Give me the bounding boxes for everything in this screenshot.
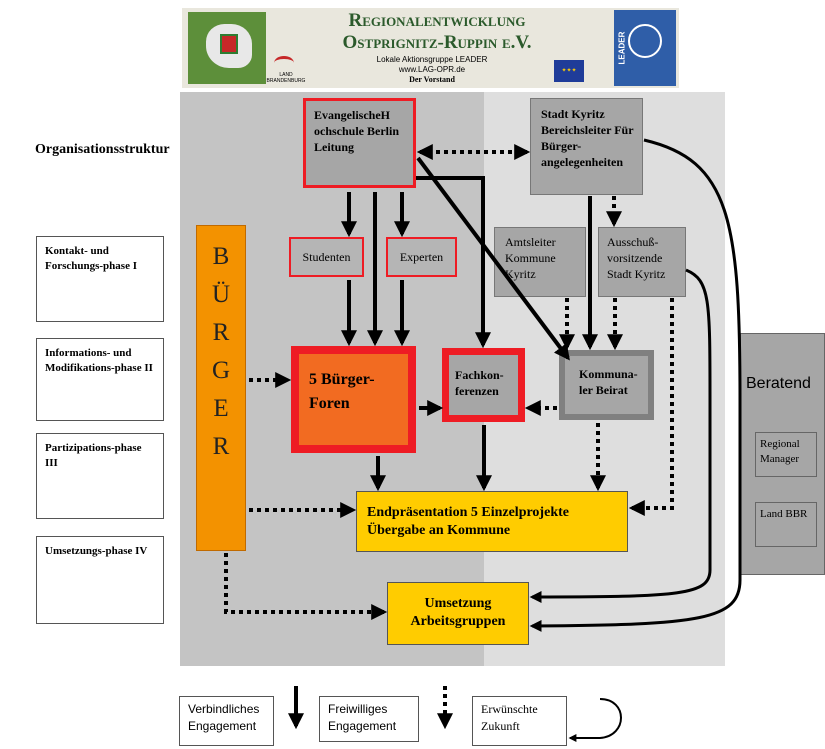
buerger-letter: R — [212, 319, 230, 346]
node-umsetzung: Umsetzung Arbeitsgruppen — [387, 582, 529, 645]
beratend-label: Beratend — [746, 375, 811, 392]
header-banner: LAND BRANDENBURG Regionalentwicklung Ost… — [182, 8, 679, 88]
node-fachkonferenzen: Fachkon-ferenzen — [442, 348, 525, 422]
buerger-letter: E — [213, 395, 229, 422]
header-url: www.LAG-OPR.de — [398, 65, 466, 74]
legend-zukunft: Erwünschte Zukunft — [472, 696, 567, 746]
buerger-column: B Ü R G E R — [196, 225, 246, 551]
buerger-letter: B — [212, 243, 230, 270]
node-endpraesentation: Endpräsentation 5 Einzelprojekte Übergab… — [356, 491, 628, 552]
node-experten: Experten — [386, 237, 457, 277]
header-title-2: Ostprignitz-Ruppin e.V. — [342, 32, 532, 53]
header-vorstand: Der Vorstand — [409, 75, 455, 84]
leader-logo: LEADER — [614, 10, 676, 86]
arrow-hochschule-beirat — [416, 156, 570, 361]
arrow-buerger-umsetzung — [224, 553, 388, 620]
arrow-ausschuss-endpraesentation — [628, 298, 674, 516]
buerger-letter: Ü — [211, 281, 231, 308]
arrow-ausschuss-umsetzung — [529, 268, 712, 603]
beratend-land-bbr: Land BBR — [755, 502, 817, 547]
buerger-letter: G — [211, 357, 231, 384]
node-amtsleiter: Amtsleiter Kommune Kyritz — [494, 227, 586, 297]
arrow-hochschule-fachkonferenzen — [416, 176, 491, 349]
legend-freiwillig: Freiwilliges Engagement — [319, 696, 419, 742]
phase-4: Umsetzungs-phase IV — [36, 536, 164, 624]
header-subtitle: Lokale Aktionsgruppe LEADER — [376, 55, 488, 64]
legend-curved-arrow — [568, 698, 622, 742]
land-brandenburg-logo: LAND BRANDENBURG — [267, 56, 305, 84]
node-stadt-kyritz: Stadt Kyritz Bereichsleiter Für Bürger-a… — [530, 98, 643, 195]
node-buerger-foren: 5 Bürger-Foren — [291, 346, 416, 453]
phase-1: Kontakt- und Forschungs-phase I — [36, 236, 164, 322]
node-studenten: Studenten — [289, 237, 364, 277]
legend-verbindlich: Verbindliches Engagement — [179, 696, 274, 746]
arrow-kyritz-umsetzung — [529, 138, 742, 632]
beratend-regional-manager: Regional Manager — [755, 432, 817, 477]
eu-flag-icon: ✦✦✦ — [554, 60, 584, 82]
node-kommunaler-beirat: Kommuna-ler Beirat — [559, 350, 654, 420]
buerger-letter: R — [212, 433, 230, 460]
phase-3: Partizipations-phase III — [36, 433, 164, 519]
page-title: Organisationsstruktur — [35, 142, 170, 157]
node-hochschule: EvangelischeH ochschule Berlin Leitung — [303, 98, 416, 188]
phase-2: Informations- und Modifikations-phase II — [36, 338, 164, 421]
node-ausschuss: Ausschuß-vorsitzende Stadt Kyritz — [598, 227, 686, 297]
header-title-1: Regionalentwicklung — [348, 10, 526, 31]
district-logo — [188, 12, 266, 84]
